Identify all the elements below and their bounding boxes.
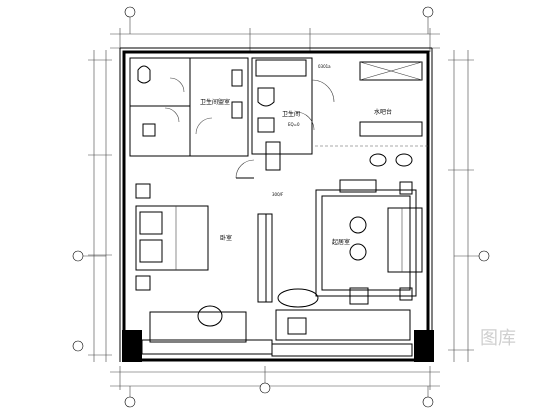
room-label-living: 起居室	[332, 238, 350, 246]
bottom-dimension-lines	[110, 366, 440, 406]
left-grid-bubbles	[72, 250, 84, 352]
nightstand-top	[135, 183, 151, 199]
note-top: 0301a	[318, 64, 331, 69]
note-door: 300/F	[272, 192, 284, 197]
bar-area	[315, 61, 428, 167]
top-dimension-lines	[110, 8, 440, 52]
wardrobe	[359, 61, 423, 81]
bottom-grid-bubbles	[124, 382, 434, 408]
room-label-bedroom: 卧室	[220, 234, 232, 242]
right-grid-bubbles	[478, 250, 490, 262]
sink-left-2	[231, 101, 243, 119]
entrance-door	[235, 159, 255, 179]
top-grid-bubbles	[124, 6, 434, 18]
left-dimension-lines	[78, 50, 112, 362]
tv-cabinet	[257, 213, 273, 303]
sofa	[387, 207, 423, 273]
note-mid: EQ=0	[288, 122, 300, 127]
room-label-bathroom-left: 卫生间盥室	[200, 98, 230, 106]
column-bottom-right	[414, 330, 434, 362]
outer-walls	[119, 47, 433, 362]
bar-counter	[359, 121, 423, 137]
bedroom	[135, 183, 273, 355]
bathroom-left	[129, 57, 249, 157]
bed	[135, 205, 209, 271]
coffee-table	[277, 288, 319, 308]
room-label-bathroom-mid: 卫生间	[282, 110, 300, 118]
room-label-bar: 水吧台	[374, 108, 392, 116]
bathroom-middle	[251, 57, 335, 171]
right-dimension-lines	[448, 50, 482, 362]
nightstand-bottom	[135, 275, 151, 291]
living-room	[271, 179, 423, 357]
column-bottom-left	[122, 330, 142, 362]
armchair	[349, 287, 369, 305]
watermark: 图库	[480, 328, 516, 349]
sink-left-1	[231, 69, 243, 87]
bathtub	[255, 59, 307, 77]
